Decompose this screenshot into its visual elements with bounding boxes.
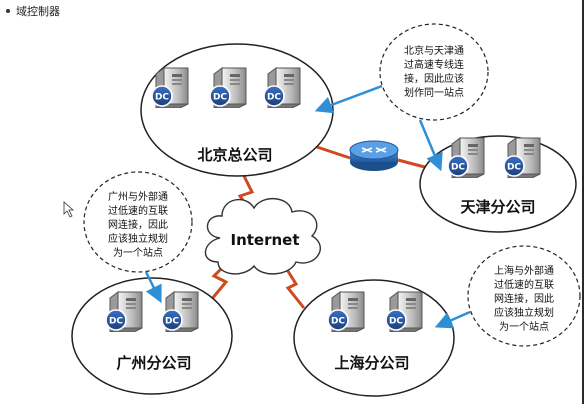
- server-dc-icon: [385, 291, 423, 332]
- window-edge: [582, 0, 584, 404]
- note-line: 北京与天津通: [404, 44, 464, 57]
- server-dc-icon: [105, 291, 143, 332]
- bullet-icon: [6, 9, 10, 13]
- site-label-shanghai: 上海分公司: [334, 354, 409, 372]
- server-dc-icon: [503, 137, 541, 178]
- note-line: 网连接，因此: [494, 292, 554, 305]
- router-icon: [361, 147, 387, 153]
- note-guangzhou: 广州与外部通 过低速的互联 网连接，因此 应该独立规划 为一个站点: [83, 171, 193, 273]
- note-line: 网连接，因此: [108, 218, 168, 231]
- site-tianjin: [419, 135, 577, 233]
- site-label-beijing: 北京总公司: [197, 146, 272, 164]
- arrow-note-to-guangzhou: [144, 271, 162, 304]
- note-line: 为一个站点: [499, 320, 549, 333]
- server-dc-icon: [151, 67, 189, 108]
- arrows: [144, 84, 471, 329]
- link-beijing-router: [313, 144, 351, 160]
- arrow-note-to-shanghai: [434, 310, 471, 329]
- note-line: 应该独立规划: [108, 232, 168, 245]
- server-dc-icon: [263, 67, 301, 108]
- note-shanghai: 上海与外部通 过低速的互联 网连接，因此 应该独立规划 为一个站点: [467, 245, 581, 347]
- arrow-note-to-tianjin: [418, 119, 443, 172]
- note-line: 上海与外部通: [494, 264, 554, 277]
- cloud-icon: [204, 198, 321, 275]
- server-group-beijing: [151, 67, 301, 108]
- note-line: 为一个站点: [113, 246, 163, 259]
- site-label-guangzhou: 广州分公司: [116, 354, 191, 372]
- note-line: 过高速专线连: [404, 58, 464, 71]
- site-guangzhou: [71, 277, 233, 395]
- internet-label: Internet: [230, 231, 299, 249]
- internet-cloud: Internet: [204, 198, 321, 275]
- mouse-cursor-icon: [63, 201, 75, 218]
- server-dc-icon: [161, 291, 199, 332]
- site-shanghai: [293, 279, 455, 397]
- server-dc-icon: [327, 291, 365, 332]
- link-internet-guangzhou: [204, 262, 229, 307]
- page-title: 域控制器: [6, 3, 60, 19]
- link-internet-shanghai: [284, 267, 306, 309]
- note-line: 过低速的互联: [494, 278, 554, 291]
- page-title-text: 域控制器: [16, 5, 60, 18]
- arrow-note-to-beijing: [314, 84, 383, 114]
- note-line: 广州与外部通: [108, 190, 168, 203]
- note-line: 接，因此应该: [404, 72, 464, 85]
- note-line: 应该独立规划: [494, 306, 554, 319]
- server-dc-icon: [447, 137, 485, 178]
- note-line: 划作同一站点: [404, 86, 464, 99]
- router: [349, 140, 399, 171]
- server-dc-icon: [209, 67, 247, 108]
- note-line: 过低速的互联: [108, 204, 168, 217]
- note-tianjin: 北京与天津通 过高速专线连 接，因此应该 划作同一站点: [379, 23, 489, 121]
- site-label-tianjin: 天津分公司: [460, 198, 535, 216]
